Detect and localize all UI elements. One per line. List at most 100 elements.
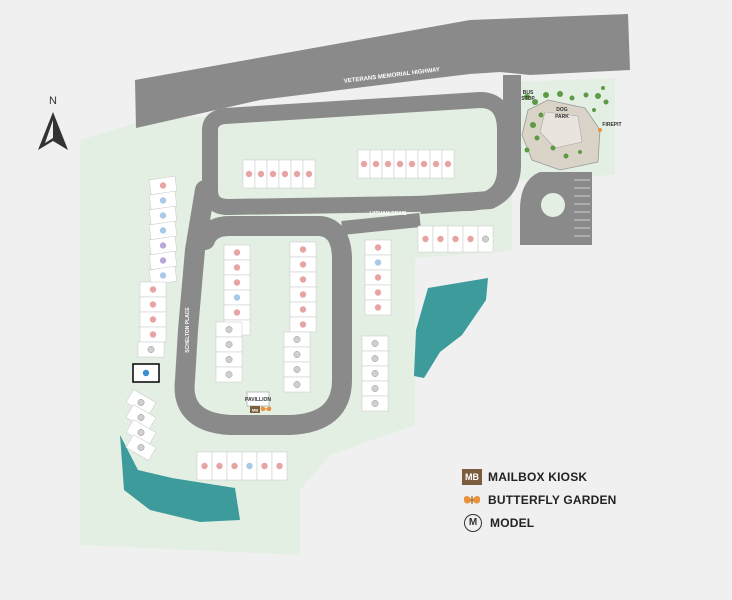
lot-status-dot [159,197,167,204]
lot[interactable] [381,149,395,179]
firepit-icon [598,128,602,132]
dog-park-inner [539,111,583,149]
lot[interactable] [271,451,288,481]
lot[interactable] [223,244,251,261]
lot[interactable] [215,321,243,338]
lot-status-dot [371,400,379,407]
lot[interactable] [283,376,311,393]
lot[interactable] [148,190,178,211]
lot[interactable] [361,395,389,412]
lot[interactable] [256,451,273,481]
lot[interactable] [361,335,389,352]
lot[interactable] [364,254,392,271]
lot-status-dot [159,212,167,219]
butterfly-garden-marker[interactable] [260,406,272,412]
lot[interactable] [393,149,407,179]
lot[interactable] [266,159,280,189]
lot[interactable] [283,361,311,378]
lot-status-dot [159,257,167,264]
lot[interactable] [254,159,268,189]
lot[interactable] [242,159,256,189]
lot[interactable] [148,235,178,256]
lot[interactable] [148,220,178,241]
lot[interactable] [289,241,317,258]
lot[interactable] [369,149,383,179]
lot[interactable] [223,304,251,321]
east-connector-road[interactable] [341,213,421,235]
roundabout-island [541,193,565,217]
lot[interactable] [139,326,167,343]
lot[interactable] [289,286,317,303]
lot[interactable] [283,331,311,348]
lot[interactable] [364,239,392,256]
lot-status-dot [374,289,382,296]
lot[interactable] [148,265,178,286]
lot[interactable] [361,350,389,367]
legend-item-model: M MODEL [462,511,662,534]
lot-status-dot [299,291,307,298]
lot-status-dot [159,242,167,249]
selected-lot-dot [142,369,150,377]
lot[interactable] [148,250,178,271]
lot[interactable] [278,159,292,189]
lot[interactable] [283,346,311,363]
lot[interactable] [357,149,371,179]
dog-park-label-1: DOG [556,107,568,113]
lot[interactable] [432,225,449,253]
lot[interactable] [125,434,157,461]
lot[interactable] [462,225,479,253]
lot[interactable] [361,365,389,382]
lot-status-dot [293,351,301,358]
lot[interactable] [223,259,251,276]
lot-status-dot [299,261,307,268]
lot[interactable] [405,149,419,179]
lot[interactable] [302,159,316,189]
lot[interactable] [289,271,317,288]
lot[interactable] [447,225,464,253]
lot[interactable] [441,149,455,179]
lot[interactable] [241,451,258,481]
lot[interactable] [223,289,251,306]
lot[interactable] [137,341,165,358]
lot[interactable] [289,256,317,273]
lot[interactable] [223,274,251,291]
lot-status-dot [371,355,379,362]
lot[interactable] [289,301,317,318]
lot-status-dot [422,235,429,243]
lot-status-dot [276,462,283,470]
lot[interactable] [226,451,243,481]
lot-status-dot [360,160,368,168]
lot[interactable] [289,316,317,333]
lot[interactable] [290,159,304,189]
firepit-label: FIREPIT [602,122,621,128]
lot[interactable] [211,451,228,481]
lot-status-dot [231,462,238,470]
lot[interactable] [361,380,389,397]
lot-status-dot [246,462,253,470]
lot[interactable] [429,149,443,179]
lot-status-dot [371,370,379,377]
lot[interactable] [139,296,167,313]
lot-status-dot [137,429,145,436]
lot[interactable] [364,284,392,301]
lot[interactable] [139,311,167,328]
mailbox-kiosk-marker[interactable] [250,406,260,413]
lot-status-dot [225,341,233,348]
lytham-label: LYTHAM DRIVE [369,211,407,217]
north-label: N [49,95,57,107]
lytham-loop-road[interactable] [202,92,513,215]
lot[interactable] [215,366,243,383]
lot[interactable] [139,281,167,298]
lot[interactable] [215,351,243,368]
lot[interactable] [215,336,243,353]
bus-stop-label-1: BUS [523,90,534,96]
schelton-road[interactable] [174,180,352,435]
lot[interactable] [477,225,494,253]
lot[interactable] [364,269,392,286]
lot[interactable] [417,225,434,253]
lot[interactable] [196,451,213,481]
lot[interactable] [417,149,431,179]
lot[interactable] [364,299,392,316]
lot-status-dot [137,414,145,421]
lot-status-dot [216,462,223,470]
